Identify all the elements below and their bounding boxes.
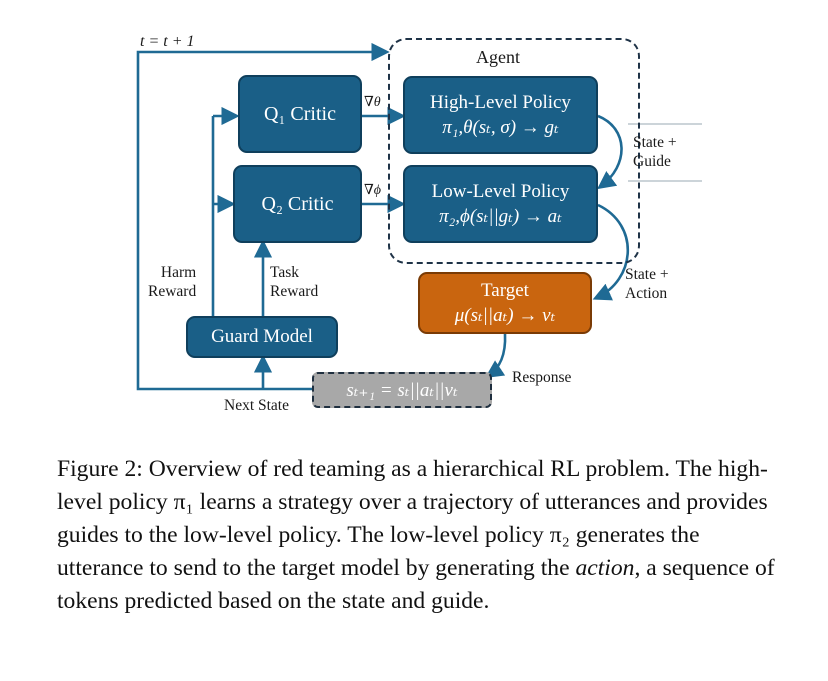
- target-node: Target μ(sₜ||aₜ) → vₜ: [418, 272, 592, 334]
- next-state-label: Next State: [224, 397, 289, 414]
- high-level-policy-node: High-Level Policy π₁,θ(sₜ, σ) → gₜ: [403, 76, 598, 154]
- q1-critic-node: Q₁ Critic: [238, 75, 362, 153]
- response-label: Response: [512, 369, 572, 386]
- next-state-node: sₜ₊₁ = sₜ||aₜ||vₜ: [312, 372, 492, 408]
- high-policy-formula: π₁,θ(sₜ, σ) → gₜ: [442, 117, 559, 138]
- state-guide-label: State + Guide: [633, 134, 677, 170]
- q1-critic-label: Q₁ Critic: [264, 102, 336, 125]
- grad-theta-label: ∇θ: [364, 95, 381, 110]
- low-policy-formula: π₂,ϕ(sₜ||gₜ) → aₜ: [439, 206, 562, 227]
- figure-caption: Figure 2: Overview of red teaming as a h…: [57, 453, 779, 618]
- caption-text-2: , a sequence of tokens predicted based o…: [57, 555, 775, 614]
- grad-phi-label: ∇ϕ: [364, 183, 382, 198]
- loop-arrow: [136, 42, 390, 391]
- q2-critic-node: Q₂ Critic: [233, 165, 362, 243]
- high-policy-title: High-Level Policy: [430, 92, 571, 113]
- state-action-label: State + Action: [625, 266, 669, 302]
- target-formula: μ(sₜ||aₜ) → vₜ: [454, 305, 556, 326]
- low-level-policy-node: Low-Level Policy π₂,ϕ(sₜ||gₜ) → aₜ: [403, 165, 598, 243]
- guard-model-node: Guard Model: [186, 316, 338, 358]
- guard-model-label: Guard Model: [211, 326, 313, 347]
- rl-diagram: t = t + 1 Agent Q₁ Critic Q₂ Critic ∇θ ∇…: [136, 33, 702, 414]
- low-policy-title: Low-Level Policy: [431, 181, 570, 202]
- caption-text-1: Figure 2: Overview of red teaming as a h…: [57, 456, 768, 581]
- q2-critic-label: Q₂ Critic: [261, 192, 334, 215]
- harm-reward-label: Harm Reward: [148, 264, 197, 300]
- agent-label: Agent: [476, 47, 520, 67]
- caption-italic: action: [575, 555, 635, 581]
- agent-frame: [388, 38, 640, 264]
- task-reward-label: Task Reward: [270, 264, 319, 300]
- target-title: Target: [481, 280, 529, 301]
- response-arrow: [484, 333, 507, 379]
- loop-label: t = t + 1: [140, 33, 195, 50]
- next-state-formula: sₜ₊₁ = sₜ||aₜ||vₜ: [346, 379, 458, 401]
- state-guide-arrow: [597, 114, 623, 190]
- connector-arrows: [136, 42, 702, 391]
